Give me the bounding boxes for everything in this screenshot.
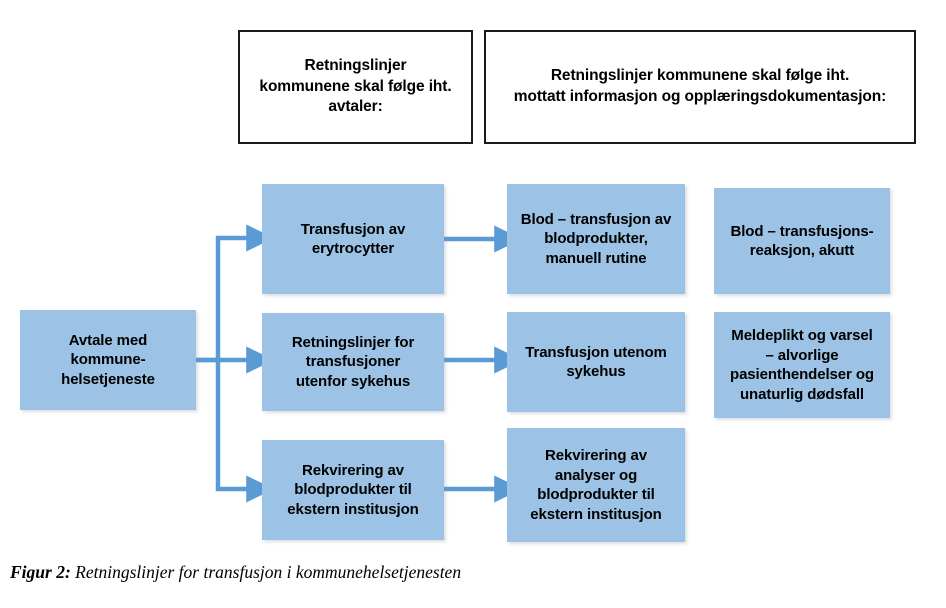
node-blod-transfusjonsreaksjon-akutt[interactable]: Blod – transfusjons- reaksjon, akutt [714, 188, 890, 294]
node-line: Transfusjon av [300, 220, 406, 238]
header-line: avtaler: [328, 98, 383, 116]
node-line: Blod – transfusjons- [730, 222, 874, 240]
node-transfusjon-erytrocytter[interactable]: Transfusjon av erytrocytter [262, 184, 444, 294]
node-blod-transfusjon-blodprodukter-manuell-rutine-label: Blod – transfusjon av blodprodukter, man… [515, 210, 677, 269]
node-line: transfusjoner [305, 353, 401, 371]
header-box-dokumentasjon-text: Retningslinjer kommunene skal følge iht.… [493, 66, 908, 107]
node-blod-transfusjon-blodprodukter-manuell-rutine[interactable]: Blod – transfusjon av blodprodukter, man… [507, 184, 685, 294]
node-line: Rekvirering av [302, 461, 404, 479]
node-retningslinjer-transfusjoner-utenfor-sykehus[interactable]: Retningslinjer for transfusjoner utenfor… [262, 313, 444, 411]
node-rekvirering-blodprodukter-ekstern-label: Rekvirering av blodprodukter til ekstern… [281, 461, 424, 520]
node-rekvirering-blodprodukter-ekstern[interactable]: Rekvirering av blodprodukter til ekstern… [262, 440, 444, 540]
header-line: Retningslinjer kommunene skal følge iht. [550, 67, 850, 85]
node-line: utenfor sykehus [295, 372, 411, 390]
node-line: Meldeplikt og varsel [731, 327, 873, 344]
arrow-root-to-rekvirering [215, 360, 275, 503]
header-box-avtaler: Retningslinjer kommunene skal følge iht.… [238, 30, 473, 144]
node-transfusjon-utenom-sykehus-label: Transfusjon utenom sykehus [519, 343, 673, 382]
header-box-dokumentasjon: Retningslinjer kommunene skal følge iht.… [484, 30, 916, 144]
node-avtale-kommunehelsetjeneste[interactable]: Avtale med kommune- helsetjeneste [20, 310, 196, 410]
node-rekvirering-analyser-blodprodukter-ekstern[interactable]: Rekvirering av analyser og blodprodukter… [507, 428, 685, 542]
node-line: pasienthendelser og [730, 366, 874, 383]
header-line: kommunene skal følge iht. [259, 77, 452, 95]
node-line: sykehus [566, 363, 626, 380]
node-line: blodprodukter til [294, 481, 412, 499]
node-line: analyser og [554, 466, 638, 484]
node-avtale-kommunehelsetjeneste-label: Avtale med kommune- helsetjeneste [55, 331, 161, 390]
node-retningslinjer-transfusjoner-utenfor-sykehus-label: Retningslinjer for transfusjoner utenfor… [286, 333, 420, 392]
node-line: manuell rutine [545, 249, 647, 267]
node-line: Retningslinjer for [291, 333, 415, 351]
node-line: erytrocytter [311, 240, 395, 257]
node-line: Transfusjon utenom [525, 343, 667, 361]
node-rekvirering-analyser-blodprodukter-ekstern-label: Rekvirering av analyser og blodprodukter… [524, 446, 667, 524]
node-line: Rekvirering av [545, 447, 647, 464]
node-transfusjon-erytrocytter-label: Transfusjon av erytrocytter [295, 220, 411, 259]
header-line: mottatt informasjon og opplæringsdokumen… [513, 88, 887, 105]
figure-caption: Figur 2: Retningslinjer for transfusjon … [10, 562, 910, 583]
figure-caption-label: Figur 2: [10, 562, 71, 582]
node-transfusjon-utenom-sykehus[interactable]: Transfusjon utenom sykehus [507, 312, 685, 412]
figure-caption-text: Retningslinjer for transfusjon i kommune… [70, 562, 462, 582]
node-line: blodprodukter til [537, 486, 655, 503]
header-line: Retningslinjer [304, 57, 407, 75]
node-line: Blod – transfusjon av [520, 210, 672, 228]
node-line: ekstern institusjon [530, 505, 662, 523]
node-meldeplikt-varsel[interactable]: Meldeplikt og varsel – alvorlige pasient… [714, 312, 890, 418]
header-box-avtaler-text: Retningslinjer kommunene skal følge iht.… [248, 56, 463, 118]
node-line: blodprodukter, [544, 230, 648, 248]
node-blod-transfusjonsreaksjon-akutt-label: Blod – transfusjons- reaksjon, akutt [724, 222, 879, 261]
arrow-root-to-erytrocytter [196, 224, 275, 363]
node-line: unaturlig dødsfall [739, 385, 864, 403]
node-line: ekstern institusjon [287, 500, 419, 518]
node-line: kommune- [70, 351, 146, 369]
node-line: helsetjeneste [61, 370, 155, 388]
node-line: – alvorlige [765, 346, 839, 364]
node-line: Avtale med [68, 331, 148, 349]
node-meldeplikt-varsel-label: Meldeplikt og varsel – alvorlige pasient… [724, 326, 880, 404]
node-line: reaksjon, akutt [749, 242, 855, 259]
